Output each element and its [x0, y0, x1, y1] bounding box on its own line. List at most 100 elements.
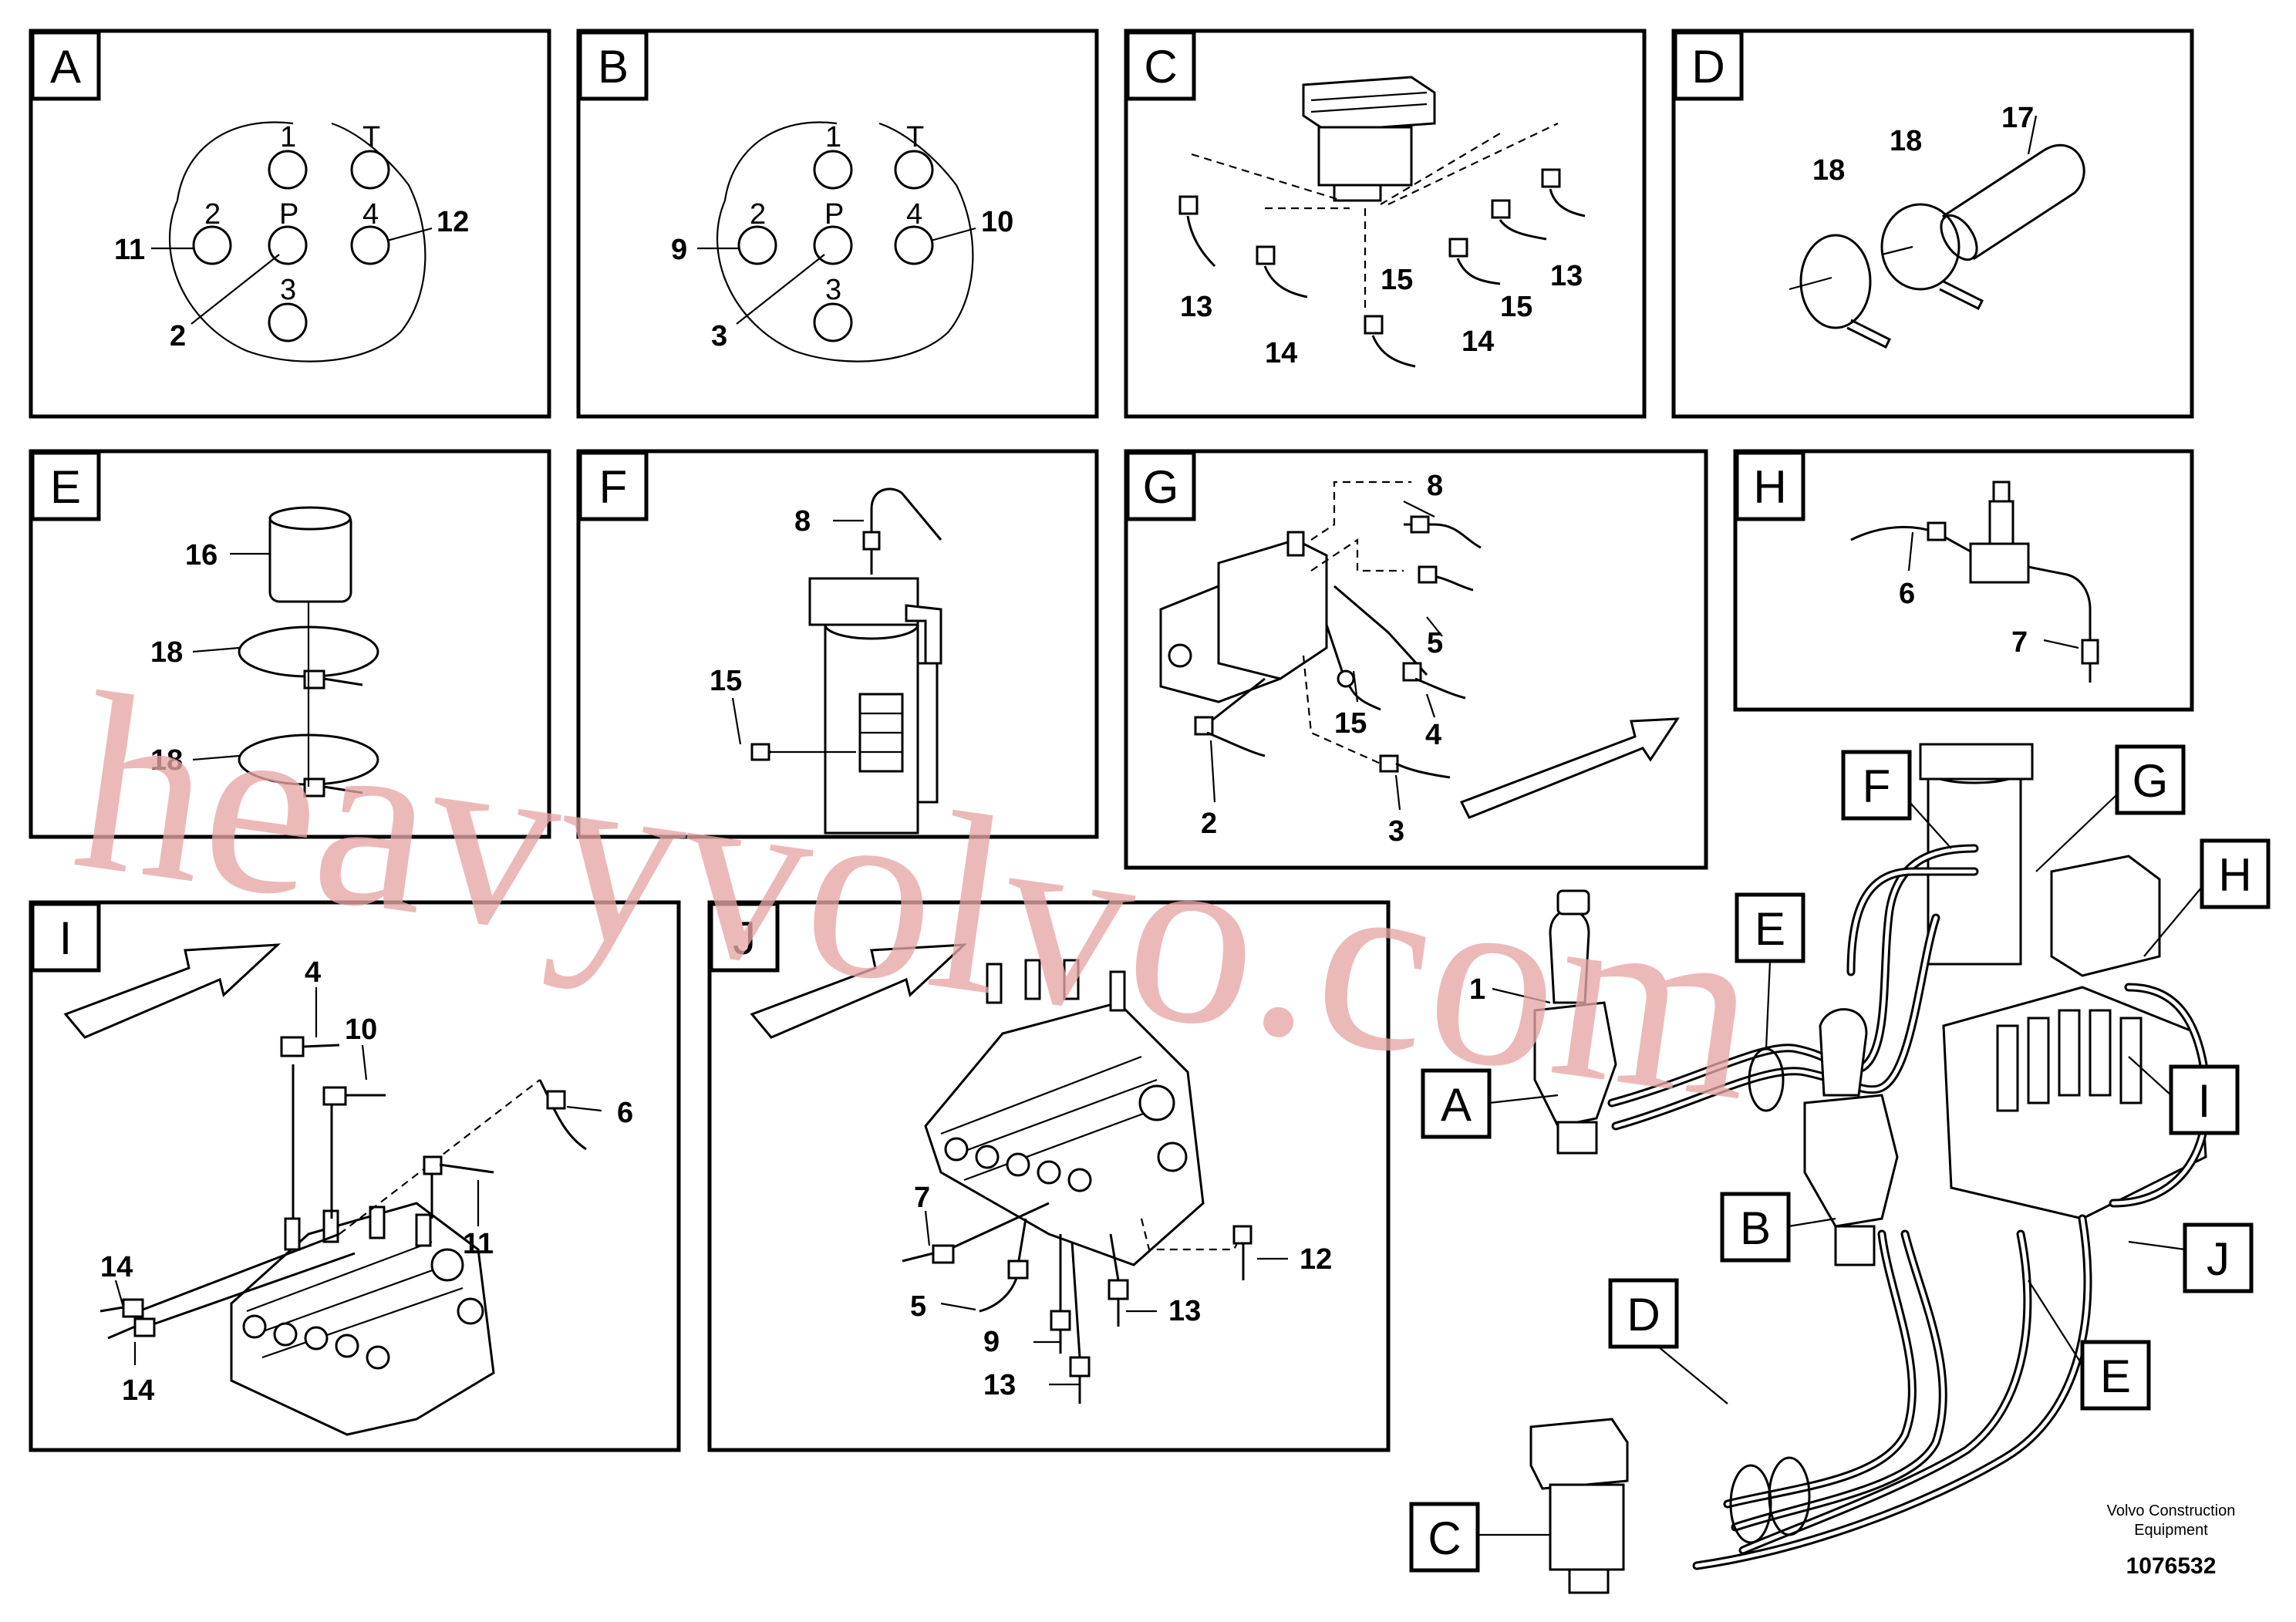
callout: 18 — [1890, 125, 1922, 157]
panel-tag — [1735, 450, 1805, 521]
callout: 4 — [906, 198, 922, 231]
callout: 14 — [100, 1251, 133, 1283]
callout: 3 — [825, 274, 841, 306]
panel-tag-letter: J — [733, 912, 756, 964]
tag-e-top: E — [1755, 903, 1785, 955]
panel-a: A T 1 2 P 4 3 11 12 2 — [29, 29, 551, 419]
panel-tag-letter: B — [598, 41, 629, 93]
tag-b: B — [1740, 1202, 1771, 1254]
tag-f: F — [1863, 760, 1891, 812]
panel-d: D 18 18 17 — [1671, 29, 2194, 419]
callout: 6 — [1899, 578, 1915, 610]
callout: 3 — [1388, 815, 1404, 848]
callout: 18 — [1812, 154, 1845, 187]
panel-f: F 8 15 — [576, 449, 1099, 839]
panel-b: B T 1 2 P 4 3 9 10 3 — [576, 29, 1099, 419]
tag-h: H — [2218, 849, 2251, 901]
overview-assembly — [1529, 743, 2211, 1594]
panel-tag-letter: G — [1143, 461, 1179, 513]
callout: 2 — [204, 198, 221, 231]
panel-tag — [578, 450, 649, 521]
callout: 13 — [1550, 260, 1583, 292]
panel-tag-letter: H — [1753, 461, 1786, 513]
callout: 17 — [2001, 102, 2034, 134]
company-line-1: Volvo Construction — [2107, 1502, 2236, 1519]
panel-tag — [30, 902, 101, 973]
callout: 16 — [185, 539, 217, 572]
panel-tag — [30, 450, 101, 521]
callout: 4 — [305, 956, 321, 989]
panel-g: G 8 5 15 4 2 3 — [1124, 449, 1708, 870]
doc-number: 1076532 — [2126, 1553, 2217, 1579]
panel-tag-letter: I — [59, 912, 72, 964]
tag-d: D — [1627, 1289, 1660, 1340]
panel-tag-letter: A — [50, 41, 81, 93]
tag-a: A — [1441, 1079, 1472, 1131]
panel-tag — [709, 902, 780, 973]
callout: 8 — [794, 505, 811, 538]
callout: 15 — [1500, 291, 1532, 323]
callout: 15 — [1334, 707, 1367, 740]
panel-tag — [1125, 30, 1196, 101]
overview-tags: F G H E I A B J D E C 1 — [1409, 744, 2271, 1573]
panel-h: H 6 7 — [1733, 449, 2194, 712]
callout: 7 — [914, 1182, 930, 1214]
callout: 14 — [1462, 325, 1494, 358]
panel-tag-letter: F — [599, 461, 628, 513]
callout: 13 — [1180, 291, 1212, 323]
panel-tag-letter: E — [50, 461, 81, 513]
callout: 15 — [710, 665, 742, 697]
callout: T — [906, 121, 924, 153]
panel-i: I — [29, 900, 681, 1452]
callout-1: 1 — [1469, 973, 1485, 1006]
panel-tag-letter: C — [1144, 41, 1177, 93]
panel-tag — [578, 30, 649, 101]
company-line-2: Equipment — [2134, 1522, 2208, 1539]
callout: 11 — [463, 1228, 494, 1260]
callout: 12 — [437, 206, 469, 238]
callout: 4 — [362, 198, 379, 231]
callout: 1 — [825, 121, 841, 153]
callout: 4 — [1425, 719, 1441, 751]
panel-j: J — [707, 900, 1391, 1452]
tag-g: G — [2132, 755, 2169, 807]
callout: 12 — [1300, 1243, 1332, 1276]
callout: 10 — [981, 206, 1013, 238]
callout: 3 — [280, 274, 296, 306]
callout: 15 — [1381, 264, 1413, 296]
callout: 13 — [983, 1369, 1016, 1401]
callout: 2 — [170, 320, 186, 352]
panel-c: C 13 14 15 14 15 13 — [1124, 29, 1647, 419]
callout: 9 — [983, 1326, 1000, 1358]
callout: 8 — [1427, 470, 1443, 502]
callout: 18 — [150, 636, 183, 669]
panel-tag — [1125, 450, 1196, 521]
callout: 11 — [114, 234, 145, 266]
callout: 2 — [1201, 808, 1217, 840]
callout: 1 — [280, 121, 296, 153]
callout: 14 — [122, 1374, 154, 1407]
tag-e-bottom: E — [2100, 1351, 2131, 1402]
callout: 14 — [1265, 337, 1297, 369]
callout: P — [279, 198, 298, 231]
callout: 6 — [617, 1097, 633, 1129]
callout: 18 — [150, 744, 183, 777]
callout: 3 — [711, 320, 727, 352]
panel-tag — [1673, 30, 1744, 101]
callout: 5 — [1427, 627, 1443, 659]
panel-tag — [30, 30, 101, 101]
callout: 7 — [2011, 626, 2028, 659]
tag-j: J — [2207, 1233, 2230, 1285]
callout: 13 — [1168, 1295, 1201, 1327]
tag-i: I — [2198, 1075, 2211, 1127]
tag-c: C — [1428, 1512, 1461, 1564]
panel-e: E 16 18 18 — [29, 449, 551, 839]
callout: T — [362, 121, 380, 153]
callout: P — [824, 198, 844, 231]
callout: 2 — [750, 198, 766, 231]
panel-tag-letter: D — [1691, 41, 1725, 93]
callout: 5 — [910, 1290, 926, 1323]
callout: 10 — [345, 1013, 377, 1046]
callout: 9 — [671, 234, 687, 266]
